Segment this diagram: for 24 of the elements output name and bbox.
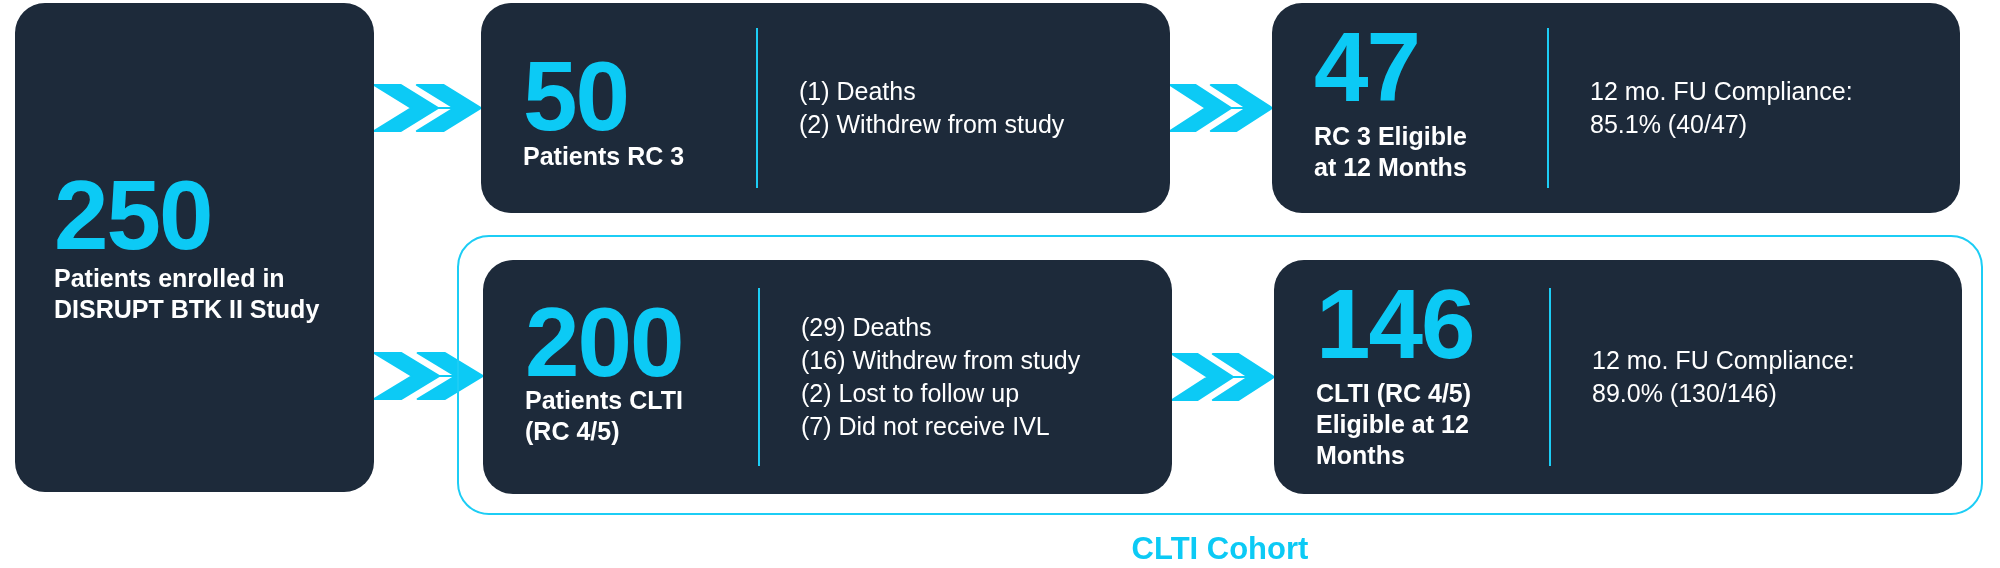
chevron-arrow	[1169, 84, 1273, 132]
summary-card	[1272, 3, 1960, 213]
chevron-arrow	[1171, 353, 1275, 401]
summary-card	[15, 3, 374, 492]
summary-card	[481, 3, 1170, 213]
outcome-item: (7) Did not receive IVL	[801, 411, 1051, 442]
patient-count: 146	[1316, 275, 1474, 373]
chevron-arrow	[373, 84, 482, 132]
group-description: RC 3 Eligible at 12 Months	[1314, 121, 1468, 183]
chevron-arrow	[373, 352, 484, 400]
outcome-item: (2) Lost to follow up	[801, 378, 1021, 409]
patient-count: 47	[1314, 18, 1419, 116]
patient-count: 250	[54, 166, 212, 264]
summary-card	[1274, 260, 1962, 494]
outcome-item: (1) Deaths	[799, 76, 917, 107]
compliance-note: 12 mo. FU Compliance: 85.1% (40/47)	[1590, 76, 1854, 140]
outcome-item: (16) Withdrew from study	[801, 345, 1082, 376]
outcome-item: (2) Withdrew from study	[799, 109, 1066, 140]
compliance-note: 12 mo. FU Compliance: 89.0% (130/146)	[1592, 345, 1856, 409]
group-description: CLTI (RC 4/5) Eligible at 12 Months	[1316, 378, 1473, 471]
cohort-label: CLTI Cohort	[1131, 531, 1309, 567]
group-description: Patients enrolled in DISRUPT BTK II Study	[54, 263, 321, 325]
summary-card	[483, 260, 1172, 494]
outcome-item: (29) Deaths	[801, 312, 933, 343]
